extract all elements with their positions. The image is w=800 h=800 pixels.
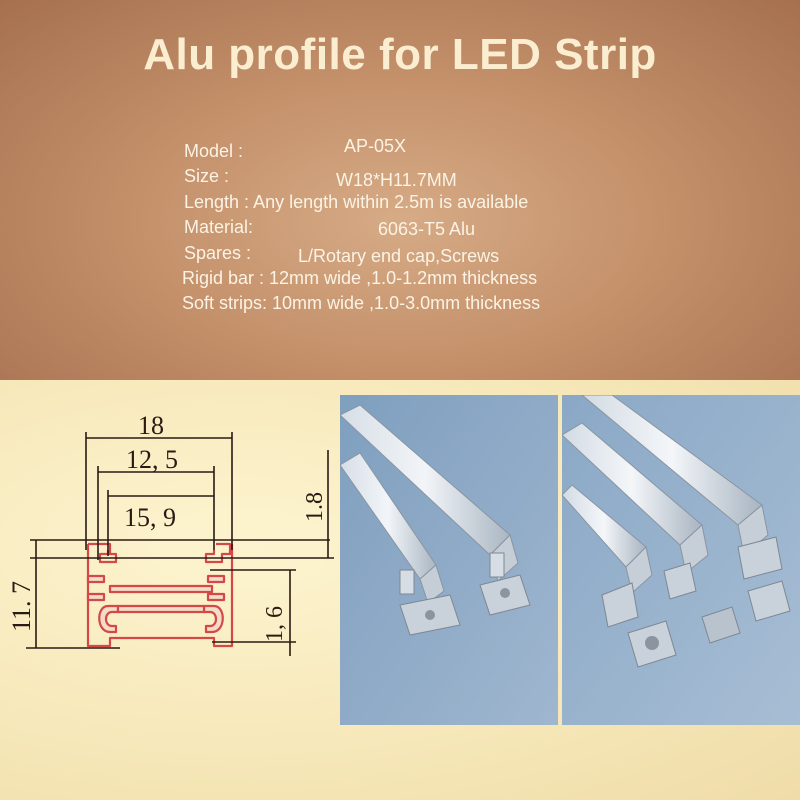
spec-length: Length : Any length within 2.5m is avail… (184, 192, 529, 212)
spec-size-label: Size : (184, 166, 230, 186)
spec-size-value: W18*H11.7MM (336, 170, 457, 190)
spec-soft-strips: Soft strips: 10mm wide ,1.0-3.0mm thickn… (182, 293, 541, 313)
product-photo-bracket-mounted (340, 395, 558, 725)
dim-1-6: 1, 6 (262, 606, 288, 642)
dim-12-5: 12, 5 (126, 445, 178, 474)
profile-outline (86, 542, 234, 648)
dim-width-18: 18 (138, 411, 164, 440)
spec-material-value: 6063-T5 Alu (378, 219, 476, 239)
product-photo-profiles-and-brackets (562, 395, 800, 725)
spec-spares-label: Spares : (184, 243, 252, 263)
header-panel (0, 0, 800, 380)
spec-rigid-bar: Rigid bar : 12mm wide ,1.0-1.2mm thickne… (182, 268, 538, 288)
dim-1-8: 1.8 (302, 492, 328, 522)
dim-15-9: 15, 9 (124, 503, 176, 532)
spec-material-label: Material: (184, 217, 254, 237)
spec-model-label: Model : (184, 141, 244, 161)
profile-cross-section-drawing: 18 12, 5 15, 9 1.8 11. 7 1, 6 (7, 411, 334, 656)
dimension-lines (26, 432, 334, 656)
spec-spares-value: L/Rotary end cap,Screws (298, 246, 500, 266)
spec-model-value: AP-05X (344, 136, 407, 156)
page-title: Alu profile for LED Strip (143, 30, 657, 79)
dim-11-7: 11. 7 (7, 581, 36, 632)
